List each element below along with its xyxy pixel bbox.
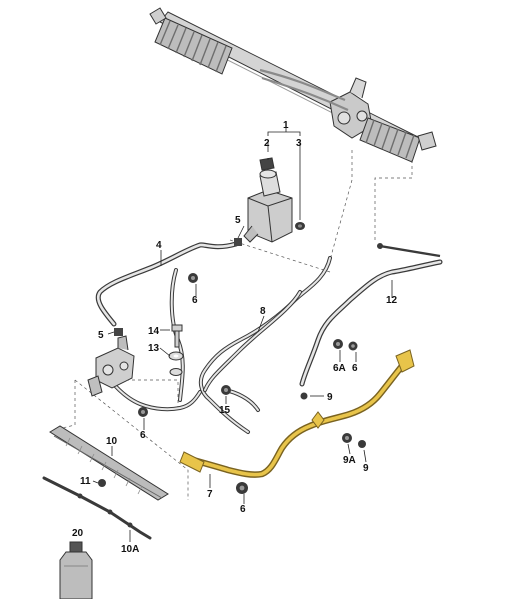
bolt-6-bottom (236, 482, 248, 494)
washer-13 (168, 351, 184, 376)
bolt-6-right (348, 341, 358, 351)
callout-11: 11 (80, 476, 91, 487)
bolt-9-middle (300, 392, 308, 400)
callout-9-middle: 9 (327, 392, 333, 403)
fluid-bottle (59, 541, 93, 599)
pressure-line-12 (299, 243, 443, 387)
callout-5-upper: 5 (235, 215, 241, 226)
pump-valve-block (87, 335, 135, 397)
leader-lines (92, 124, 393, 542)
callout-20: 20 (72, 528, 84, 539)
reservoir-cap (259, 157, 275, 171)
callout-12: 12 (386, 295, 398, 306)
fluid-cooler (49, 425, 169, 501)
steering-rack (149, 7, 437, 163)
callout-6A: 6A (333, 363, 346, 374)
bolt-9-lower (358, 440, 366, 448)
bolt-15 (221, 385, 231, 395)
callout-6-upper: 6 (192, 295, 198, 306)
callout-4: 4 (156, 240, 162, 251)
callout-7: 7 (207, 489, 213, 500)
callout-labels: 1 2 3 5 4 6 8 12 5 14 13 6A 6 9 15 6 10 … (72, 120, 398, 555)
bolt-14 (171, 324, 183, 348)
pressure-line-8 (198, 256, 332, 434)
bolt-6A (333, 339, 343, 349)
bolt-9A (342, 433, 352, 443)
callout-9-lower: 9 (363, 463, 369, 474)
bolt-6-upper (188, 273, 198, 283)
callout-10: 10 (106, 436, 118, 447)
callout-6-bottom: 6 (240, 504, 246, 515)
callout-8: 8 (260, 306, 266, 317)
bolt-11 (98, 479, 106, 487)
callout-2: 2 (264, 138, 270, 149)
cooler-line (42, 476, 152, 540)
callout-15: 15 (219, 405, 231, 416)
callout-14: 14 (148, 326, 160, 337)
reservoir-seal-ring (295, 222, 305, 230)
callout-6-right: 6 (352, 363, 358, 374)
expansion-hose-highlighted (179, 349, 415, 478)
callout-13: 13 (148, 343, 160, 354)
callout-3: 3 (296, 138, 302, 149)
bolt-6-lower-left (138, 407, 148, 417)
fluid-reservoir (243, 169, 293, 243)
callout-9A: 9A (343, 455, 356, 466)
callout-6-lower-left: 6 (140, 430, 146, 441)
callout-5-lower: 5 (98, 330, 104, 341)
callout-1: 1 (283, 120, 289, 131)
cooler-connecting-lines (108, 268, 260, 412)
reference-dash-lines (53, 150, 413, 500)
hose-clamp-5-lower (114, 328, 123, 336)
return-hose (95, 241, 239, 327)
callout-10A: 10A (121, 544, 139, 555)
hose-clamp-5-upper (234, 238, 242, 246)
